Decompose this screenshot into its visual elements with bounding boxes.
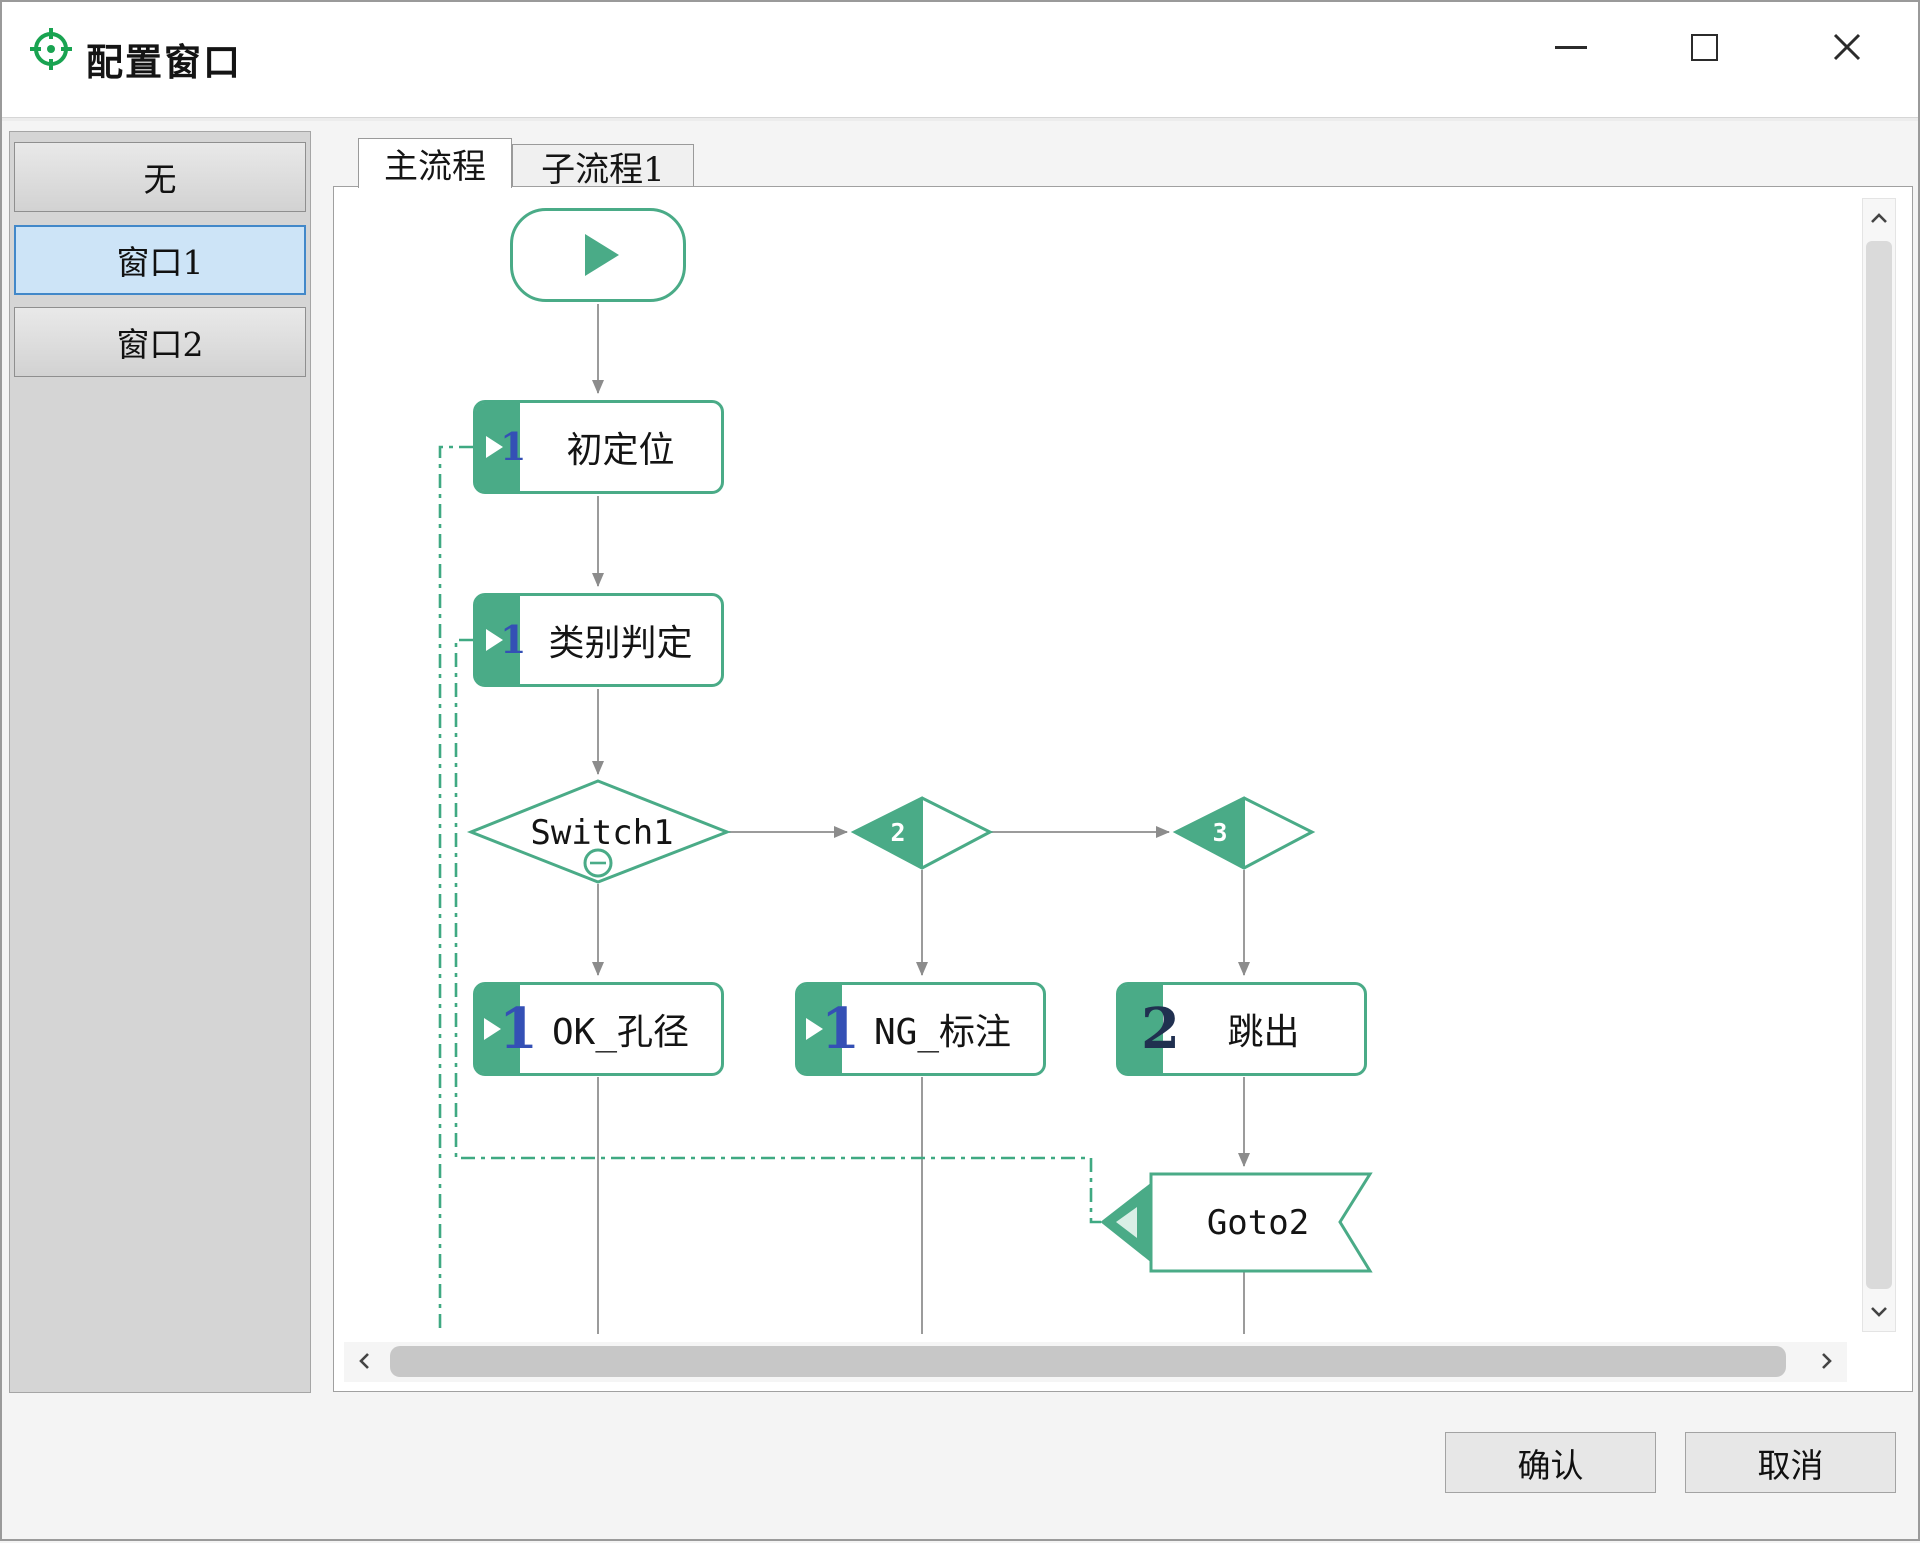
chevron-left-icon bbox=[359, 1353, 369, 1369]
confirm-button-label: 确认 bbox=[1517, 1445, 1584, 1485]
link-marker-triangle-icon bbox=[486, 436, 503, 458]
target-icon bbox=[30, 28, 72, 70]
diamond-fill bbox=[851, 796, 923, 870]
chevron-down-icon bbox=[1871, 1307, 1887, 1317]
play-icon bbox=[585, 234, 619, 276]
node-badge: 1 bbox=[486, 621, 526, 659]
maximize-button[interactable] bbox=[1668, 12, 1740, 82]
node-label: OK_孔径 bbox=[551, 1012, 690, 1053]
branch-number: 3 bbox=[1212, 818, 1227, 847]
chevron-up-icon bbox=[1871, 213, 1887, 223]
node-jump-out[interactable]: 2 跳出 bbox=[1116, 982, 1367, 1076]
sidebar-item-label: 无 bbox=[143, 160, 177, 199]
sidebar-item-window2[interactable]: 窗口2 bbox=[14, 307, 306, 377]
vertical-scroll-thumb[interactable] bbox=[1866, 241, 1892, 1289]
horizontal-scrollbar[interactable] bbox=[344, 1342, 1847, 1382]
goto2-node[interactable]: Goto2 bbox=[1100, 1172, 1373, 1273]
branch-3-node[interactable]: 3 bbox=[1172, 796, 1316, 870]
horizontal-scroll-thumb[interactable] bbox=[390, 1346, 1786, 1377]
window-title: 配置窗口 bbox=[86, 42, 242, 83]
node-ok-aperture[interactable]: 1 OK_孔径 bbox=[473, 982, 724, 1076]
branch-2-node[interactable]: 2 bbox=[850, 796, 994, 870]
chevron-right-icon bbox=[1822, 1353, 1832, 1369]
sidebar-item-window1[interactable]: 窗口1 bbox=[14, 225, 306, 295]
minimize-icon bbox=[1555, 45, 1587, 49]
scroll-right-button[interactable] bbox=[1807, 1342, 1847, 1380]
node-label: Goto2 bbox=[1207, 1203, 1309, 1243]
node-category-judge[interactable]: 1 类别判定 bbox=[473, 593, 724, 687]
close-button[interactable] bbox=[1811, 12, 1883, 82]
node-label: 初定位 bbox=[566, 430, 675, 471]
node-init-position[interactable]: 1 初定位 bbox=[473, 400, 724, 494]
node-label: NG_标注 bbox=[873, 1012, 1012, 1053]
badge-number: 2 bbox=[1141, 996, 1180, 1062]
node-label: Switch1 bbox=[530, 813, 673, 853]
node-label: 跳出 bbox=[1227, 1012, 1300, 1053]
node-ng-annotation[interactable]: 1 NG_标注 bbox=[795, 982, 1046, 1076]
flag-tab-triangle-icon bbox=[1116, 1207, 1137, 1238]
tab-sub-flow1[interactable]: 子流程1 bbox=[512, 144, 694, 190]
node-badge: 1 bbox=[806, 1001, 860, 1057]
scroll-down-button[interactable] bbox=[1863, 1293, 1895, 1331]
switch1-decision-node[interactable]: Switch1 bbox=[466, 779, 732, 884]
tab-main-flow[interactable]: 主流程 bbox=[358, 138, 512, 188]
cancel-button-label: 取消 bbox=[1757, 1445, 1824, 1485]
badge-number: 1 bbox=[499, 996, 538, 1062]
confirm-button[interactable]: 确认 bbox=[1445, 1432, 1656, 1493]
diamond-shape bbox=[466, 779, 732, 884]
close-icon bbox=[1833, 33, 1861, 61]
badge-number: 1 bbox=[500, 617, 527, 662]
cancel-button[interactable]: 取消 bbox=[1685, 1432, 1896, 1493]
diamond-fill bbox=[1173, 796, 1245, 870]
scroll-up-button[interactable] bbox=[1863, 199, 1895, 237]
start-node[interactable] bbox=[510, 208, 686, 302]
sidebar-item-label: 窗口2 bbox=[116, 325, 204, 364]
maximize-icon bbox=[1690, 33, 1718, 61]
vertical-scrollbar[interactable] bbox=[1862, 198, 1896, 1332]
branch-number: 2 bbox=[890, 818, 905, 847]
node-badge: 2 bbox=[1127, 1001, 1180, 1057]
tab-label: 主流程 bbox=[384, 147, 486, 187]
badge-number: 1 bbox=[821, 996, 860, 1062]
window-list-panel: 无 窗口1 窗口2 bbox=[9, 131, 311, 1393]
node-badge: 1 bbox=[486, 428, 526, 466]
node-badge: 1 bbox=[484, 1001, 538, 1057]
sidebar-item-label: 窗口1 bbox=[116, 243, 204, 282]
badge-number: 1 bbox=[500, 424, 527, 469]
node-label: 类别判定 bbox=[548, 623, 693, 664]
minimize-button[interactable] bbox=[1535, 12, 1607, 82]
tab-label: 子流程1 bbox=[541, 149, 665, 190]
node-color-bar bbox=[1119, 985, 1163, 1073]
scroll-left-button[interactable] bbox=[344, 1342, 384, 1380]
sidebar-item-none[interactable]: 无 bbox=[14, 142, 306, 212]
window-titlebar: 配置窗口 bbox=[2, 2, 1918, 121]
